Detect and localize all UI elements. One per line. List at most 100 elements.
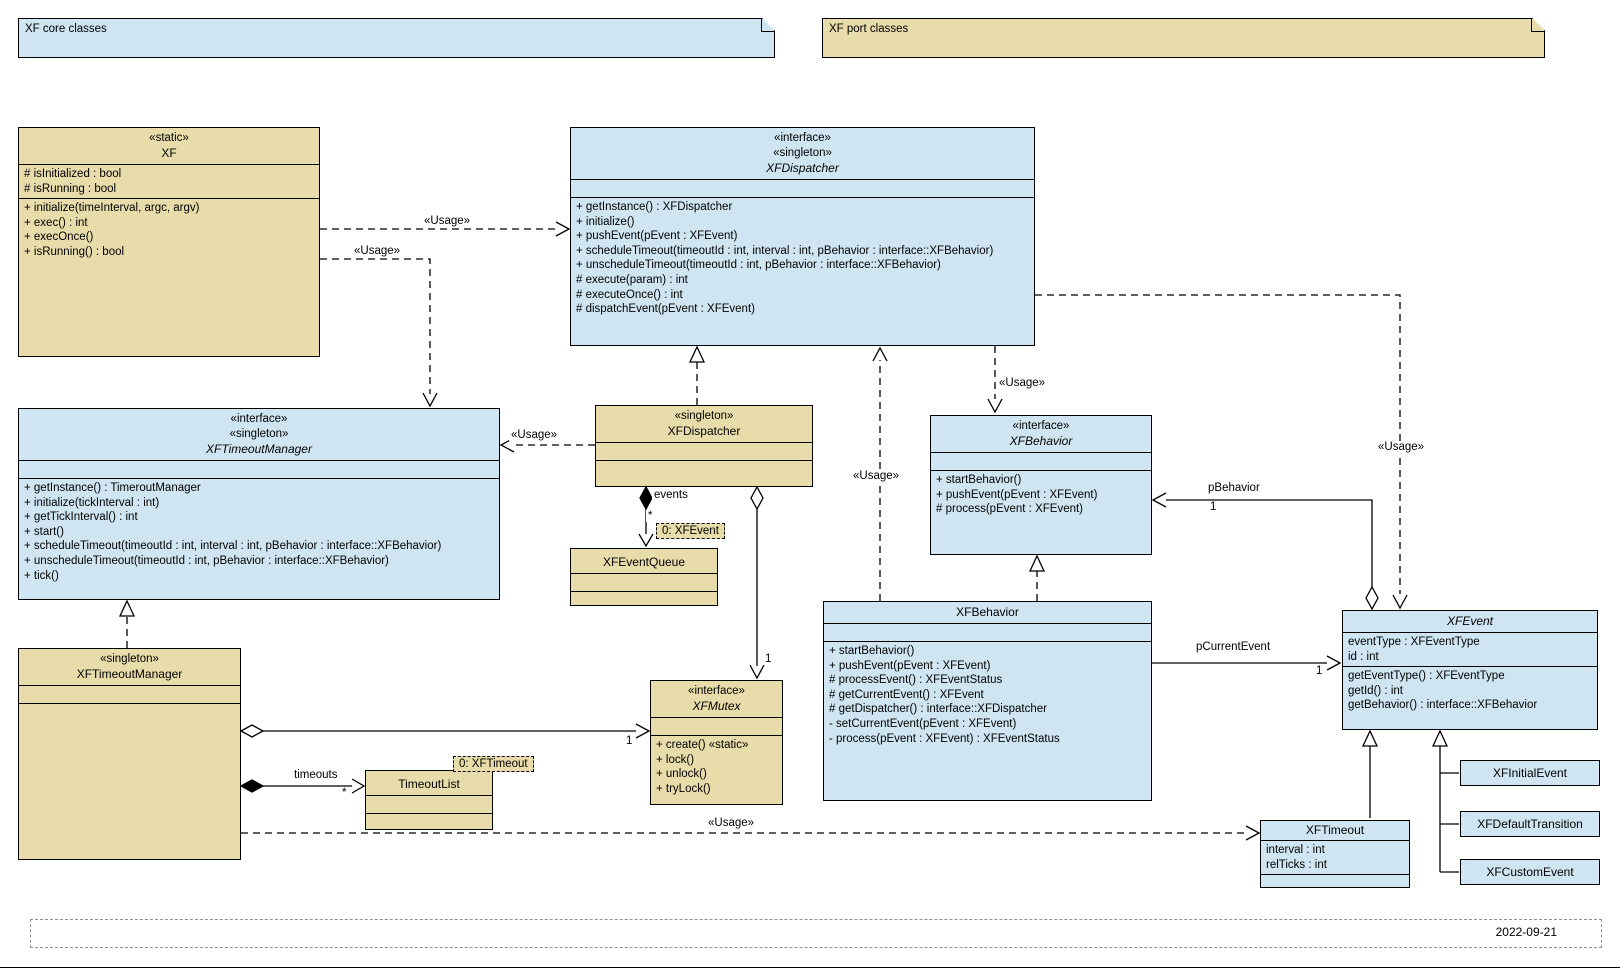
class-xfdefaulttransition: XFDefaultTransition bbox=[1460, 811, 1600, 837]
attributes-section bbox=[19, 685, 240, 703]
realization-edge-xftimeoutmanager bbox=[118, 599, 136, 648]
class-header: «interface» «singleton» XFTimeoutManager bbox=[19, 409, 499, 460]
attributes-section bbox=[19, 460, 499, 478]
class-name: XFTimeoutManager bbox=[76, 667, 183, 681]
stereotype: «interface» bbox=[230, 413, 288, 425]
usage-edge-xf-to-xftimeoutmanager bbox=[320, 258, 438, 408]
operation: + unlock() bbox=[656, 768, 707, 781]
timeouts-multiplicity-label: * bbox=[340, 787, 349, 799]
class-name: XFDefaultTransition bbox=[1477, 817, 1583, 831]
date-label: 2022-09-21 bbox=[1495, 925, 1557, 939]
operation: + startBehavior() bbox=[829, 645, 915, 657]
attributes-section bbox=[596, 442, 812, 460]
operation: + start() bbox=[24, 525, 64, 538]
class-header: TimeoutList bbox=[366, 771, 492, 795]
page-bottom-border bbox=[0, 967, 1620, 968]
operations-section: + startBehavior() + pushEvent(pEvent : X… bbox=[824, 641, 1151, 800]
events-multiplicity-label: * bbox=[646, 510, 655, 522]
usage-edge-xfdispatcher-to-xfevent bbox=[1035, 294, 1408, 610]
attributes-section: eventType : XFEventType id : int bbox=[1343, 632, 1597, 666]
class-xfbehavior: XFBehavior + startBehavior() + pushEvent… bbox=[823, 601, 1152, 801]
operation: getId() : int bbox=[1348, 684, 1403, 697]
operation: + tryLock() bbox=[656, 782, 711, 795]
operation: # process(pEvent : XFEvent) bbox=[936, 503, 1084, 516]
class-xfbehavior-interface: «interface» XFBehavior + startBehavior()… bbox=[930, 415, 1152, 555]
class-xfdispatcher-interface: «interface» «singleton» XFDispatcher + g… bbox=[570, 127, 1035, 346]
attributes-section bbox=[651, 717, 782, 735]
operation: + unscheduleTimeout(timeoutId : int, pBe… bbox=[576, 259, 941, 272]
class-xfevent: XFEvent eventType : XFEventType id : int… bbox=[1342, 610, 1598, 730]
usage-label: «Usage» bbox=[352, 245, 403, 257]
operations-section bbox=[596, 460, 812, 486]
operation: # executeOnce() : int bbox=[576, 288, 683, 301]
class-timeoutlist: TimeoutList bbox=[365, 770, 493, 830]
pcurrentevent-multiplicity-label: 1 bbox=[1314, 665, 1325, 677]
class-header: «interface» XFMutex bbox=[651, 681, 782, 717]
mutex-multiplicity-label: 1 bbox=[624, 735, 635, 747]
generalization-edge-xftimeout bbox=[1361, 729, 1379, 818]
class-header: XFEvent bbox=[1343, 611, 1597, 632]
operation: + getTickInterval() : int bbox=[24, 511, 138, 524]
stereotype: «singleton» bbox=[674, 410, 734, 422]
attributes-section bbox=[366, 795, 492, 813]
operation: + startBehavior() bbox=[936, 474, 1022, 486]
object-label-xfevent-instance: 0: XFEvent bbox=[656, 523, 725, 539]
operation: + pushEvent(pEvent : XFEvent) bbox=[829, 659, 991, 672]
usage-label: «Usage» bbox=[997, 377, 1048, 389]
class-name: XFEventQueue bbox=[602, 555, 686, 569]
class-name: XF bbox=[161, 146, 177, 160]
operation: + tick() bbox=[24, 569, 59, 582]
realization-edge-xfbehavior bbox=[1028, 554, 1046, 601]
operation: # processEvent() : XFEventStatus bbox=[829, 674, 1003, 687]
aggregation-edge-xftimeoutmanager-xfmutex bbox=[239, 723, 651, 739]
attributes-section: # isInitialized : bool # isRunning : boo… bbox=[19, 164, 319, 198]
generalization-edge-event-subclasses bbox=[1431, 729, 1459, 873]
note-fold-icon bbox=[761, 18, 775, 32]
operation: + scheduleTimeout(timeoutId : int, inter… bbox=[576, 244, 994, 257]
operation: + create() «static» bbox=[656, 739, 749, 751]
operation: + lock() bbox=[656, 753, 695, 766]
usage-label: «Usage» bbox=[1376, 441, 1427, 453]
class-name: XFTimeout bbox=[1305, 823, 1365, 837]
operation: # dispatchEvent(pEvent : XFEvent) bbox=[576, 303, 755, 316]
pbehavior-role-label: pBehavior bbox=[1206, 482, 1262, 494]
class-xftimeout: XFTimeout interval : int relTicks : int bbox=[1260, 820, 1410, 888]
operation: # getDispatcher() : interface::XFDispatc… bbox=[829, 703, 1047, 716]
class-xfinitialevent: XFInitialEvent bbox=[1460, 760, 1600, 786]
attributes-section bbox=[571, 179, 1034, 197]
operation: - setCurrentEvent(pEvent : XFEvent) bbox=[829, 717, 1017, 730]
object-label-xftimeout-instance: 0: XFTimeout bbox=[453, 756, 534, 772]
class-header: «interface» XFBehavior bbox=[931, 416, 1151, 452]
attributes-section: interval : int relTicks : int bbox=[1261, 840, 1409, 874]
class-xfeventqueue: XFEventQueue bbox=[570, 548, 718, 606]
stereotype: «singleton» bbox=[773, 147, 832, 159]
pcurrentevent-role-label: pCurrentEvent bbox=[1194, 641, 1273, 653]
composition-edge-timeouts bbox=[239, 778, 366, 794]
operations-section bbox=[1261, 874, 1409, 887]
usage-label: «Usage» bbox=[851, 470, 902, 482]
operation: + pushEvent(pEvent : XFEvent) bbox=[936, 488, 1098, 501]
attribute: # isInitialized : bool bbox=[24, 168, 122, 180]
pbehavior-multiplicity-label: 1 bbox=[1208, 501, 1219, 513]
realization-edge-xfdispatcher bbox=[688, 345, 706, 405]
operation: + exec() : int bbox=[24, 216, 88, 229]
operation: + initialize(tickInterval : int) bbox=[24, 496, 160, 509]
note-port-text: XF port classes bbox=[829, 23, 909, 35]
class-name: XFDispatcher bbox=[667, 424, 741, 438]
class-name: XFBehavior bbox=[956, 605, 1019, 619]
usage-edge-xftimeoutmanager-to-xftimeout bbox=[241, 825, 1261, 841]
operation: + initialize(timeInterval, argc, argv) bbox=[24, 202, 200, 215]
operations-section: + getInstance() : TimeroutManager + init… bbox=[19, 478, 499, 599]
stereotype: «singleton» bbox=[229, 428, 289, 440]
footer-date-strip: 2022-09-21 bbox=[30, 919, 1602, 948]
class-name: XFInitialEvent bbox=[1492, 766, 1568, 780]
stereotype: «interface» bbox=[774, 132, 831, 144]
attributes-section bbox=[931, 452, 1151, 470]
operation: # getCurrentEvent() : XFEvent bbox=[829, 688, 984, 701]
attribute: eventType : XFEventType bbox=[1348, 636, 1480, 648]
operations-section: getEventType() : XFEventType getId() : i… bbox=[1343, 666, 1597, 729]
operation: + scheduleTimeout(timeoutId : int, inter… bbox=[24, 540, 442, 553]
class-header: XFEventQueue bbox=[571, 549, 717, 573]
class-header: «interface» «singleton» XFDispatcher bbox=[571, 128, 1034, 179]
